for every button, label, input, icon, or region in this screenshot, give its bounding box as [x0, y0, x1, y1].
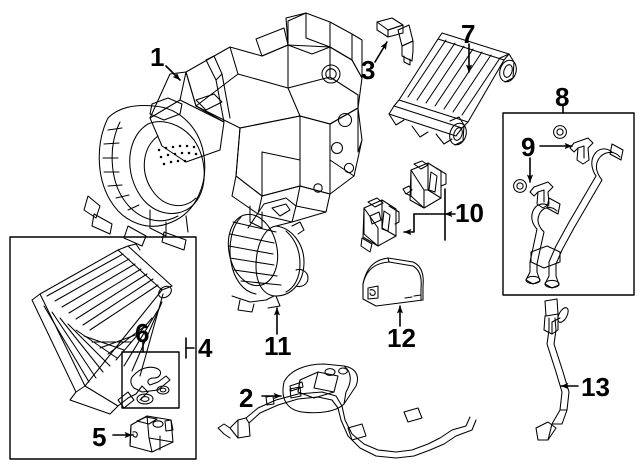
callout-label-5: 5	[92, 422, 107, 452]
part-retainer-clip-upper	[569, 137, 594, 165]
callout-label-12: 12	[387, 323, 416, 353]
callout-label-7: 7	[461, 19, 476, 49]
callout-label-8: 8	[555, 82, 570, 112]
part-housing-assembly	[83, 12, 363, 251]
callout-leaders	[112, 41, 579, 439]
part-seal-kit	[121, 351, 180, 409]
part-evaporator-core	[31, 243, 173, 415]
callout-label-13: 13	[581, 372, 610, 402]
part-heater-hose-assembly	[502, 112, 635, 296]
callout-label-4: 4	[198, 333, 213, 363]
part-blower-motor	[227, 197, 309, 313]
part-wiring-harness	[217, 298, 570, 459]
part-blower-resistor	[362, 257, 424, 307]
callout-label-6: 6	[135, 318, 150, 348]
callout-label-1: 1	[150, 42, 165, 72]
callout-label-9: 9	[521, 132, 536, 162]
box-evaporator-group	[9, 236, 197, 460]
part-actuator-motor-upper	[402, 160, 447, 209]
part-heater-core	[388, 32, 517, 146]
callout-label-10: 10	[455, 198, 484, 228]
part-retainer-clip-lower	[529, 181, 554, 209]
part-cover-plate	[282, 363, 359, 414]
part-actuator-motor-lower	[360, 197, 400, 253]
callout-label-11: 11	[264, 331, 292, 361]
part-temperature-sensor	[376, 17, 414, 66]
part-expansion-valve	[129, 415, 174, 453]
callout-label-3: 3	[361, 55, 376, 85]
callout-label-2: 2	[239, 383, 254, 413]
